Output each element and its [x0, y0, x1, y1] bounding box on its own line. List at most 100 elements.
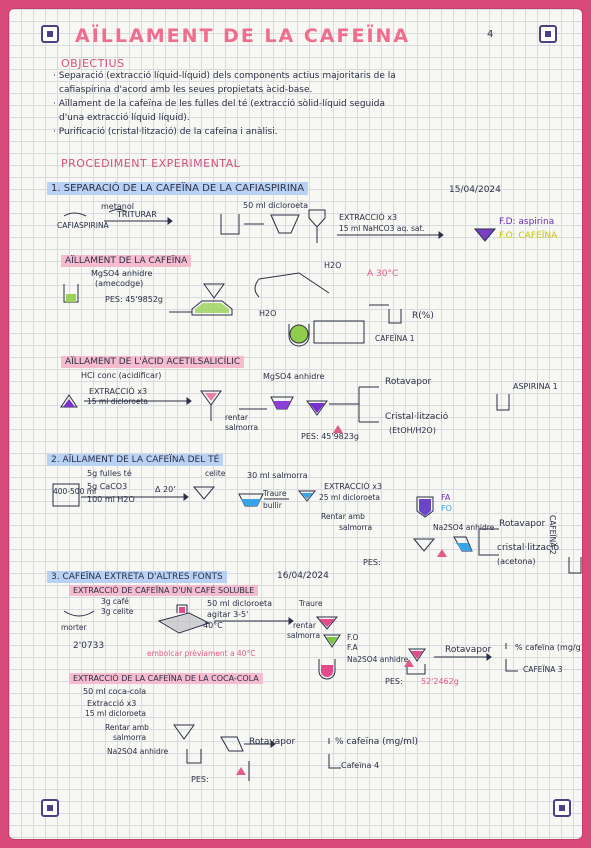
diagram-layer — [52, 209, 582, 781]
label-traure-3: Traure — [299, 599, 323, 608]
label-rotavapor-1b: Rotavapor — [385, 377, 432, 387]
page-title: AÏLLAMENT DE LA CAFEÏNA — [75, 25, 411, 47]
objective-line: · Aïllament de la cafeïna de les fulles … — [53, 99, 385, 109]
label-celite-3: 3g celite — [101, 607, 134, 616]
label-celite: celite — [205, 469, 226, 478]
label-salmorra-2: salmorra — [339, 523, 373, 532]
label-aigua-100: 100 ml H2O — [87, 495, 135, 504]
label-h2o-bottom: H2O — [259, 309, 277, 318]
objective-line: d'una extracció líquid líquid). — [59, 113, 190, 123]
label-rentar-3: rentar — [293, 621, 316, 630]
label-extraccio-2: EXTRACCIÓ x3 — [324, 482, 383, 491]
label-aspirina-1: ASPIRINA 1 — [513, 382, 558, 391]
label-acetona: (acetona) — [497, 557, 536, 566]
section-3-date: 16/04/2024 — [277, 571, 329, 581]
label-dicloro-50: 50 ml dicloroeta — [243, 201, 309, 210]
label-morter: morter — [61, 623, 87, 632]
label-fo-cafeina: F.O: CAFEÏNA — [499, 231, 558, 241]
label-fa-3: F.A — [347, 643, 358, 652]
section-1-date: 15/04/2024 — [449, 185, 501, 195]
label-bullir: bullir — [263, 501, 282, 510]
label-pes-4: PES: — [191, 775, 209, 784]
objectives-heading: OBJECTIUS — [61, 57, 125, 70]
label-cafiaspirina: CAFIASPIRINA — [57, 221, 109, 230]
label-traure: Traure — [263, 489, 287, 498]
label-pes-1b: PES: 45'9823g — [301, 432, 360, 441]
label-salmorra: salmorra — [225, 423, 259, 432]
label-fo-3: F.O — [347, 633, 359, 642]
label-previament: embolcar prèviament a 40°C — [147, 649, 256, 658]
label-mgso4-1b: MgSO4 anhidre — [263, 372, 325, 381]
label-dicloro-15: 15 ml dicloroeta — [87, 397, 148, 406]
label-rotavapor-2: Rotavapor — [499, 519, 546, 529]
label-cafeina-2: CAFEÏNA 2 — [548, 515, 557, 555]
objective-line: · Separació (extracció líquid-líquid) de… — [53, 71, 396, 81]
label-na2so4-3: Na2SO4 anhidre — [347, 655, 409, 664]
label-pes-1a: PES: 45'9852g — [105, 295, 164, 304]
label-pes-3: PES: — [385, 677, 403, 686]
label-salmorra-3b: salmorra — [113, 733, 147, 742]
binder-hole-bottom-right — [553, 799, 571, 817]
label-boil-time: Δ 20' — [155, 485, 176, 494]
binder-hole-top-right — [539, 25, 557, 43]
label-amecodge: (amecodge) — [95, 279, 144, 288]
label-fa: FA — [441, 493, 451, 502]
label-na2so4-3b: Na2SO4 anhidre — [107, 747, 169, 756]
notebook-page: AÏLLAMENT DE LA CAFEÏNA 4 OBJECTIUS · Se… — [8, 8, 583, 840]
label-cafeina-1: CAFEÏNA 1 — [375, 334, 415, 343]
objective-line: · Purificació (cristal·lització) de la c… — [53, 127, 278, 137]
page-number: 4 — [487, 29, 494, 40]
section-2-heading: 2. AÏLLAMENT DE LA CAFEÏNA DEL TÉ — [47, 454, 224, 466]
label-extraccio-1b: EXTRACCIÓ x3 — [89, 387, 148, 396]
label-cafe: 3g café — [101, 597, 129, 606]
label-cafeina-3: CAFEÏNA 3 — [523, 665, 563, 674]
section-1b-heading: AÏLLAMENT DE L'ÀCID ACETILSALICÍLIC — [61, 356, 245, 368]
label-salmorra-30: 30 ml salmorra — [247, 471, 308, 480]
label-temperature-30: A 30°C — [367, 269, 399, 279]
label-weight-3: 2'0733 — [73, 641, 105, 651]
label-hcl: HCl conc (acidificar) — [81, 371, 162, 380]
label-dicloro-25: 25 ml dicloroeta — [319, 493, 380, 502]
label-nahco3: 15 ml NaHCO3 aq. sat. — [339, 224, 425, 233]
label-caco3: 5g CaCO3 — [87, 482, 128, 491]
section-3a-heading: EXTRACCIÓ DE CAFEÏNA D'UN CAFÉ SOLUBLE — [69, 585, 259, 596]
label-fd-aspirina: F.D: aspirina — [499, 217, 555, 227]
label-fo: FO — [441, 504, 452, 513]
section-1a-heading: AÏLLAMENT DE LA CAFEÏNA — [61, 255, 192, 267]
label-triturar: TRITURAR — [117, 210, 157, 219]
label-agitar: agitar 3-5' — [207, 610, 249, 619]
label-yield: R(%) — [412, 311, 434, 321]
label-coca-cola: 50 ml coca-cola — [83, 687, 147, 696]
label-cristallitzacio-2: cristal·lització — [497, 543, 559, 553]
label-cafeina-4: Cafeïna 4 — [341, 761, 380, 770]
label-temp-40: 40°C — [203, 621, 223, 630]
label-h2o-top: H2O — [324, 261, 342, 270]
label-etoh: (EtOH/H2O) — [389, 426, 436, 435]
label-dicloro-50-3: 50 ml dicloroeta — [207, 599, 273, 608]
label-rotavapor-4: Rotavapor — [249, 737, 296, 747]
label-dicloro-15-3: 15 ml dicloroeta — [85, 709, 146, 718]
procedure-heading: PROCEDIMENT EXPERIMENTAL — [61, 157, 241, 170]
label-pes-3-value: 52'2462g — [421, 677, 459, 686]
objective-line: cafiaspirina d'acord amb les seues propi… — [59, 85, 313, 95]
label-beaker-volume: 400-500 ml — [53, 487, 97, 496]
label-metanol: metanol — [101, 202, 134, 211]
label-na2so4: Na2SO4 anhidre — [433, 523, 495, 532]
label-pct-cafeina: % cafeïna (mg/g) — [515, 643, 583, 652]
label-rentar: rentar — [225, 413, 248, 422]
label-extraccio-3: Extracció x3 — [87, 699, 137, 708]
label-rentar-amb-3: Rentar amb — [105, 723, 149, 732]
label-cristallitzacio-1b: Cristal·lització — [385, 412, 449, 422]
section-1-heading: 1. SEPARACIÓ DE LA CAFEÏNA DE LA CAFIASP… — [47, 182, 309, 195]
label-mgso4: MgSO4 anhidre — [91, 269, 153, 278]
label-pct-cafeina-ml: % cafeïna (mg/ml) — [335, 737, 418, 747]
label-salmorra-3: salmorra — [287, 631, 321, 640]
label-rentar-amb: Rentar amb — [321, 512, 365, 521]
label-pes-2: PES: — [363, 558, 381, 567]
label-extraccio-x3: EXTRACCIÓ x3 — [339, 213, 398, 222]
label-rotavapor-3: Rotavapor — [445, 645, 492, 655]
section-3b-heading: EXTRACCIÓ DE LA CAFEÏNA DE LA COCA-COLA — [69, 673, 263, 684]
binder-hole-top-left — [41, 25, 59, 43]
label-fulles-te: 5g fulles té — [87, 469, 132, 478]
section-3-heading: 3. CAFEÏNA EXTRETA D'ALTRES FONTS — [47, 571, 227, 583]
